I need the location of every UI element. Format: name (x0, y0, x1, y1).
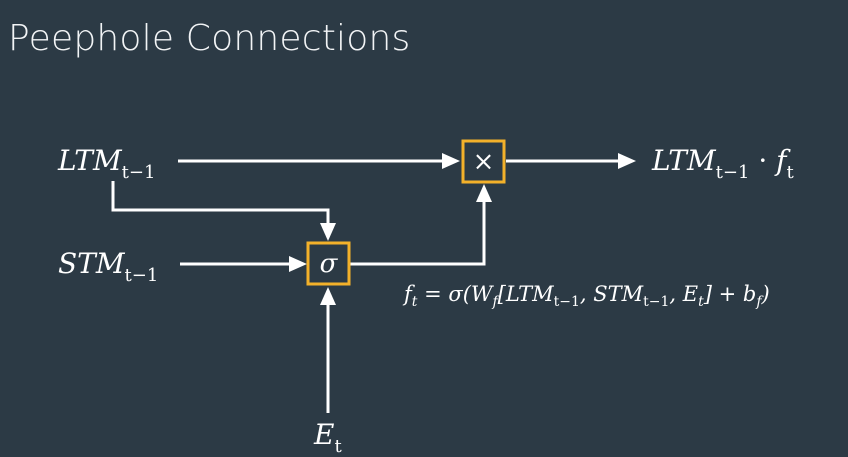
forget-gate-formula: ft = σ(Wf[LTMt−1, STMt−1, Et] + bf) (402, 282, 770, 310)
output-f-sub: t (787, 162, 795, 183)
stm-to-sigma-arrowhead (289, 256, 307, 272)
multiply-to-output-arrowhead (618, 153, 636, 169)
multiply-gate-box (461, 139, 506, 184)
output-ltm-sub: t−1 (716, 162, 750, 183)
event-base: E (313, 418, 334, 451)
stm-prev-label: STMt−1 (58, 247, 158, 286)
output-dot: · (749, 144, 776, 177)
stm-prev-sub: t−1 (125, 265, 159, 286)
peephole-connection-arrowhead (320, 223, 336, 241)
ltm-prev-sub: t−1 (122, 162, 156, 183)
formula-lhs-sub: t (412, 294, 418, 310)
formula-w-sub: f (491, 294, 500, 310)
formula-close: ) (761, 282, 770, 306)
sigma-gate-box (306, 241, 351, 286)
peephole-connection-arrow (111, 181, 330, 226)
event-label: Et (313, 418, 342, 457)
event-to-sigma-arrowhead (320, 287, 336, 305)
sigma-gate-symbol: σ (320, 249, 339, 279)
formula-lhs: f (402, 282, 415, 306)
multiply-gate: × (461, 139, 506, 184)
output-label: LTMt−1 · ft (651, 144, 795, 183)
output-ltm-base: LTM (651, 144, 717, 177)
formula-close-plus: ] + b (703, 282, 757, 306)
formula-comma-e: , E (669, 282, 698, 306)
ltm-prev-label: LTMt−1 (57, 144, 155, 183)
multiply-gate-symbol: × (473, 147, 495, 177)
sigma-to-multiply-arrowhead (476, 184, 492, 202)
ltm-to-multiply-arrowhead (442, 153, 460, 169)
formula-eq-sigma: = σ(W (417, 282, 494, 306)
sigma-gate: σ (306, 241, 351, 286)
formula-b-sub: f (755, 294, 764, 310)
formula-e-sub: t (698, 294, 704, 310)
stm-prev-base: STM (58, 247, 126, 280)
event-sub: t (334, 436, 342, 457)
slide-title: Peephole Connections (8, 18, 411, 59)
sigma-to-multiply-arrow (349, 200, 486, 266)
formula-comma-stm: , STM (580, 282, 644, 306)
ltm-prev-base: LTM (57, 144, 123, 177)
formula-stm-sub: t−1 (643, 294, 669, 310)
formula-open: [LTM (498, 282, 554, 306)
formula-ltm-sub: t−1 (554, 294, 580, 310)
